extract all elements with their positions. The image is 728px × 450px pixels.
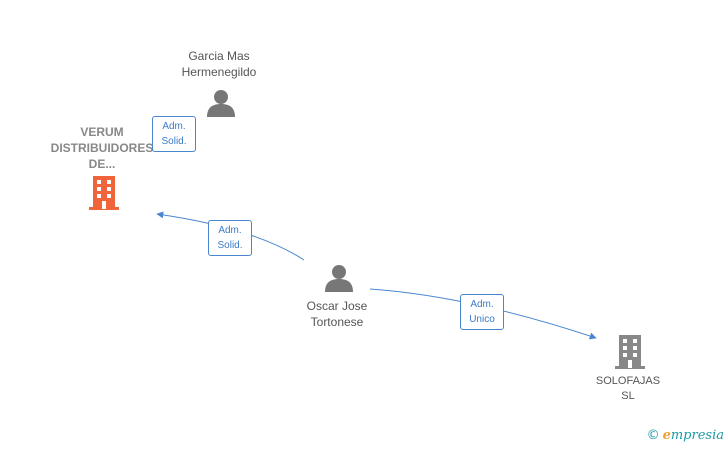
building-icon[interactable]: [614, 334, 646, 370]
edge-label-line1: Adm.: [218, 225, 242, 236]
edge-label-line2: Solid.: [161, 136, 187, 147]
brand-watermark: ©empresia: [647, 428, 724, 443]
copyright-symbol: ©: [646, 428, 660, 443]
node-label-verum[interactable]: VERUM DISTRIBUIDORES DE...: [40, 124, 164, 172]
node-label-solofajas[interactable]: SOLOFAJAS SL: [580, 374, 676, 404]
brand-logo-initial: e: [662, 428, 671, 443]
node-solofajas-line2: SL: [621, 390, 635, 402]
person-icon[interactable]: [206, 89, 236, 117]
node-solofajas-line1: SOLOFAJAS: [595, 375, 661, 387]
edge-label-line2: Solid.: [217, 240, 243, 251]
edge-label-line1: Adm.: [470, 299, 494, 310]
node-verum-line2: DISTRIBUIDORES: [50, 141, 154, 155]
edge-label-line2: Unico: [469, 314, 495, 325]
person-icon[interactable]: [324, 264, 354, 292]
node-garcia-line1: Garcia Mas: [188, 49, 250, 63]
node-verum-line3: DE...: [88, 157, 116, 171]
building-icon[interactable]: [88, 175, 120, 211]
node-oscar-line1: Oscar Jose: [306, 299, 368, 313]
edge-label-line1: Adm.: [162, 121, 186, 132]
edge-label-oscar-verum[interactable]: Adm. Solid.: [208, 220, 252, 256]
edge-label-garcia-verum[interactable]: Adm. Solid.: [152, 116, 196, 152]
node-garcia-line2: Hermenegildo: [181, 65, 257, 79]
node-oscar-line2: Tortonese: [310, 315, 364, 329]
edge-label-oscar-solofajas[interactable]: Adm. Unico: [460, 294, 504, 330]
node-label-oscar[interactable]: Oscar Jose Tortonese: [280, 298, 394, 330]
brand-name: mpresia: [670, 428, 724, 443]
node-verum-line1: VERUM: [80, 125, 124, 139]
node-label-garcia[interactable]: Garcia Mas Hermenegildo: [160, 48, 278, 80]
